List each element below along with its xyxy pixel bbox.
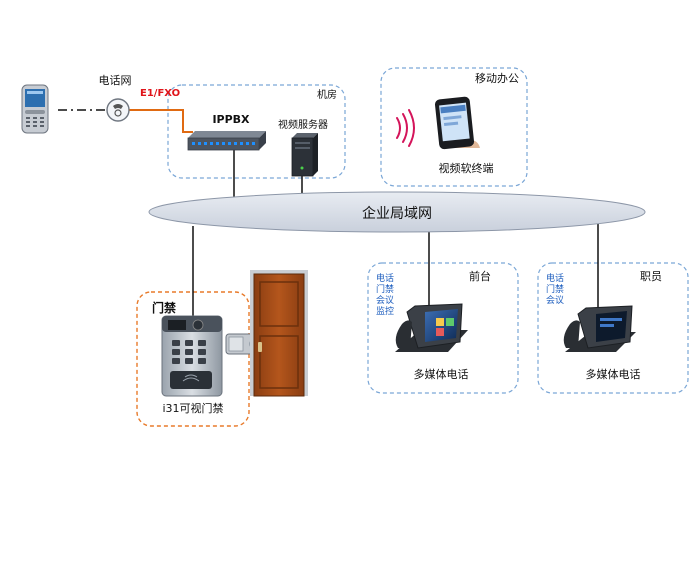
- multimedia-phone-label-1: 多媒体电话: [414, 367, 469, 381]
- door-intercom-icon: [161, 315, 223, 397]
- network-switch-icon: [187, 131, 266, 151]
- staff-feature-1: 电话: [546, 272, 564, 284]
- staff-feature-2: 门禁: [546, 283, 564, 295]
- door-access-label: 门禁: [152, 300, 176, 315]
- video-desk-phone-icon: [563, 305, 636, 352]
- video-desk-phone-icon: [395, 303, 468, 352]
- staff-label: 职员: [640, 270, 662, 283]
- mobile-office-group: [380, 67, 528, 187]
- wireless-signal-icon: [396, 109, 415, 147]
- pstn-label: 电话网: [99, 74, 132, 87]
- staff-features: 电话 门禁 会议: [546, 272, 564, 306]
- iphone-icon: [434, 96, 480, 150]
- enterprise-lan: [148, 191, 646, 233]
- door-device-label: i31可视门禁: [162, 401, 223, 415]
- staff-group: [537, 262, 689, 394]
- mobile-office-label: 移动办公: [475, 72, 519, 85]
- front-desk-features: 电话 门禁 会议 监控: [376, 272, 394, 317]
- server-room-group: [167, 84, 346, 179]
- front-desk-feature-4: 监控: [376, 305, 394, 317]
- front-desk-label: 前台: [469, 269, 491, 283]
- nokia-phone-icon: [21, 84, 49, 134]
- front-desk-group: [367, 262, 519, 394]
- video-soft-terminal-label: 视频软终端: [439, 161, 494, 175]
- front-desk-feature-3: 会议: [376, 294, 394, 306]
- e1fxo-label: E1/FXO: [140, 88, 180, 99]
- wooden-door-icon: [250, 270, 308, 397]
- front-desk-feature-1: 电话: [376, 272, 394, 284]
- lan-label: 企业局域网: [362, 205, 432, 222]
- ippbx-label: IPPBX: [212, 113, 250, 126]
- video-server-label: 视频服务器: [278, 118, 328, 131]
- server-room-label: 机房: [317, 88, 337, 101]
- staff-feature-3: 会议: [546, 294, 564, 306]
- server-tower-icon: [291, 133, 318, 177]
- telephone-network-icon: [106, 98, 130, 122]
- e1fxo-link: [129, 109, 193, 133]
- multimedia-phone-label-2: 多媒体电话: [586, 367, 641, 381]
- front-desk-feature-2: 门禁: [376, 283, 394, 295]
